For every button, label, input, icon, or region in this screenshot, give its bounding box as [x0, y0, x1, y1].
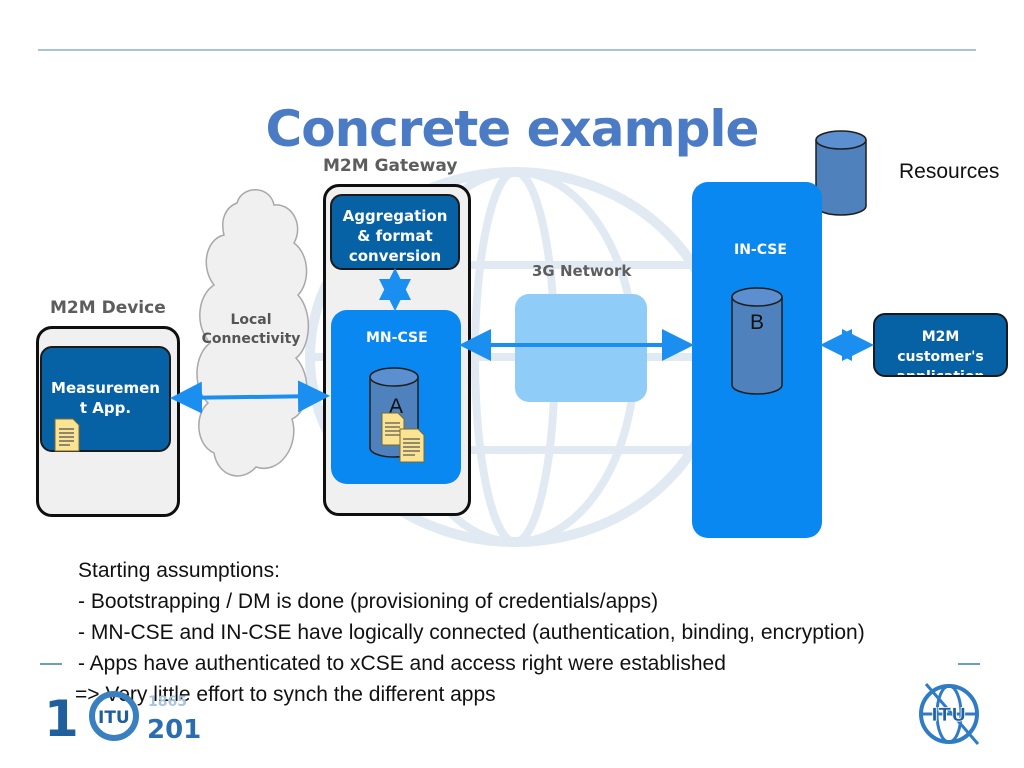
aggregation-box[interactable]: Aggregation & format conversion — [330, 194, 460, 270]
mn-cse-label: MN-CSE — [366, 330, 428, 346]
documents-icon — [381, 412, 425, 463]
resources-database-icon — [815, 130, 867, 216]
assumption-item: - Bootstrapping / DM is done (provisioni… — [78, 590, 659, 613]
3g-network-box — [515, 294, 647, 402]
header-rule — [38, 49, 976, 51]
database-b-label: B — [750, 311, 765, 334]
svg-text:ITU: ITU — [98, 708, 130, 728]
slide-title: Concrete example — [265, 100, 760, 158]
footer-dash-left — [40, 663, 62, 665]
customer-application-box[interactable]: M2M customer's application — [873, 313, 1008, 377]
assumptions-block: Starting assumptions: - Bootstrapping / … — [75, 555, 865, 710]
assumptions-conclusion: => Very little effort to synch the diffe… — [75, 683, 496, 706]
database-b-icon — [731, 287, 783, 395]
local-connectivity-label: Local Connectivity — [201, 312, 301, 347]
m2m-device-label: M2M Device — [50, 298, 166, 318]
measurement-app-label: Measuremen t App. — [51, 379, 160, 417]
customer-application-label: M2M customer's application — [896, 329, 985, 377]
assumption-item: - MN-CSE and IN-CSE have logically conne… — [78, 621, 865, 644]
resources-label: Resources — [899, 160, 1000, 183]
itu-logo: ITU — [919, 683, 980, 745]
aggregation-label: Aggregation & format conversion — [342, 207, 448, 265]
svg-text:1865: 1865 — [148, 694, 187, 710]
m2m-gateway-label: M2M Gateway — [323, 156, 458, 176]
assumption-item: - Apps have authenticated to xCSE and ac… — [78, 652, 726, 675]
assumptions-heading: Starting assumptions: — [78, 559, 280, 582]
database-a-label: A — [389, 395, 404, 418]
svg-text:1: 1 — [44, 690, 79, 744]
svg-text:2015: 2015 — [147, 715, 200, 744]
footer-dash-right — [958, 663, 980, 665]
document-icon — [54, 418, 80, 452]
svg-text:ITU: ITU — [931, 704, 966, 726]
itu-150-years-logo: 1 ITU 1865 2015 — [44, 690, 200, 744]
in-cse-label: IN-CSE — [734, 242, 787, 258]
network-label: 3G Network — [532, 262, 632, 280]
